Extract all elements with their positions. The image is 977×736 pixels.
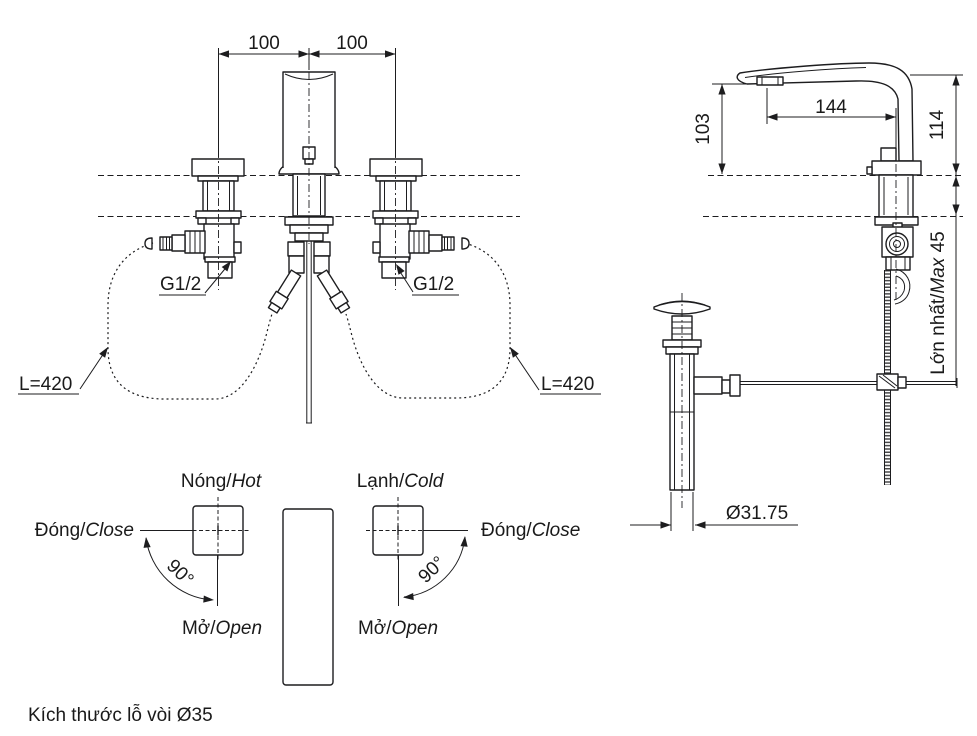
arc-90-hot [145,537,213,601]
popup-drain [653,300,741,491]
label-hose-length-left: L=420 [18,344,111,395]
label-cold: Lạnh/Cold [357,471,445,492]
label-deck-max: Lớn nhất/Max 45 [928,231,949,374]
hose-loop-left [107,242,273,400]
dim-100-right: 100 [336,33,368,54]
label-angle-hot: 90° [162,556,197,591]
label-angle-cold: 90° [415,553,450,588]
dim-144: 144 [766,88,897,160]
label-open-left: Mở/Open [182,618,262,639]
centerlines-side [681,132,897,508]
svg-text:Ø31.75: Ø31.75 [726,503,788,524]
dim-100-left: 100 [248,33,280,54]
dim-114: 114 [910,74,963,174]
centerlines-front [218,56,396,290]
svg-text:L=420: L=420 [19,374,72,395]
svg-text:144: 144 [815,97,847,118]
spout-hole-template [282,508,334,686]
handle-right-front [369,158,470,279]
svg-text:114: 114 [927,109,948,140]
spout-side [736,62,922,485]
handle-left-front [144,158,245,279]
arc-90-cold [403,536,466,598]
dim-hole-spacing: 100 100 [218,33,396,157]
label-open-right: Mở/Open [358,618,438,639]
caption-hole-size: Kích thước lỗ vòi Ø35 [28,704,213,726]
dim-103: 103 [693,83,750,174]
label-hose-length-right: L=420 [507,344,601,395]
hose-loop-right [345,242,511,399]
lift-rod [740,373,958,391]
svg-text:G1/2: G1/2 [413,274,454,295]
label-hot: Nóng/Hot [181,471,262,492]
deck-lines-side [703,174,963,218]
label-thread-left: G1/2 [159,258,234,296]
front-view: 100 100 [18,33,601,424]
svg-text:L=420: L=420 [541,374,594,395]
svg-text:103: 103 [693,113,714,145]
svg-text:G1/2: G1/2 [160,274,201,295]
rotation-diagram-hot: Nóng/Hot Đóng/Close 90° Mở/Open [35,471,262,639]
label-close-left: Đóng/Close [35,520,134,541]
dim-drain-diameter: Ø31.75 [630,492,798,531]
dim-deck-max: Lớn nhất/Max 45 [928,174,960,386]
rotation-diagram-cold: Lạnh/Cold Đóng/Close 90° Mở/Open [357,471,581,639]
label-thread-right: G1/2 [392,262,459,296]
label-close-right: Đóng/Close [481,520,580,541]
side-view: 103 144 114 Lớn nhất/Max 45 [630,62,963,531]
